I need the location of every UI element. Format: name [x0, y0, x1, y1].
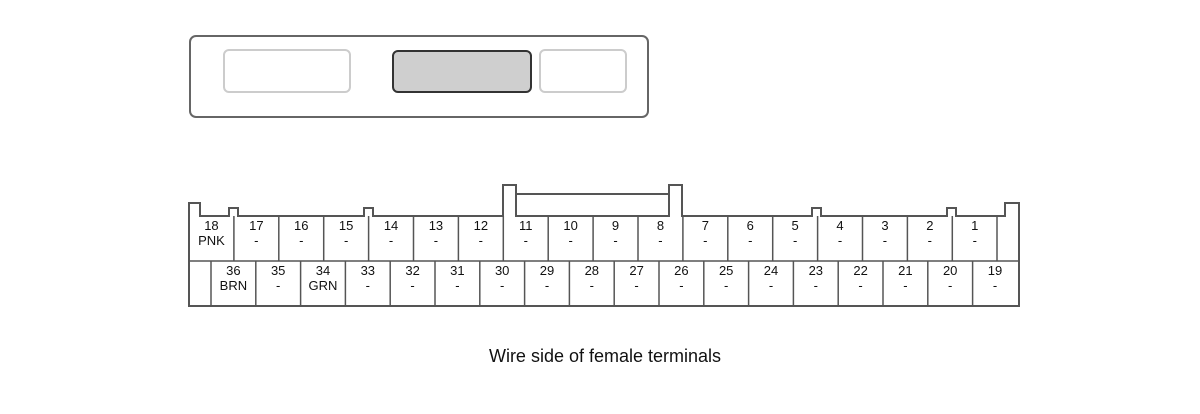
terminal-wire-color: -	[903, 278, 907, 293]
terminal-wire-color: -	[524, 233, 528, 248]
terminal-wire-color: -	[410, 278, 414, 293]
face-slot-right	[539, 49, 627, 93]
terminal-pin-number: 15	[339, 218, 353, 233]
terminal-wire-color: -	[679, 278, 683, 293]
terminal-pin-number: 2	[926, 218, 933, 233]
face-slot-highlighted	[392, 50, 532, 93]
terminal-pin-number: 7	[702, 218, 709, 233]
terminal-pin-number: 21	[898, 263, 912, 278]
terminal-pin-number: 10	[563, 218, 577, 233]
terminal-pin-number: 16	[294, 218, 308, 233]
terminal-wire-color: -	[613, 233, 617, 248]
terminal-pin-number: 18	[204, 218, 218, 233]
terminal-pin-number: 19	[988, 263, 1002, 278]
terminal-pin-number: 22	[853, 263, 867, 278]
terminal-pin-number: 13	[429, 218, 443, 233]
terminal-wire-color: -	[973, 233, 977, 248]
terminal-wire-color: -	[748, 233, 752, 248]
terminal-wire-color: -	[479, 233, 483, 248]
terminal-wire-color: -	[366, 278, 370, 293]
terminal-pin-number: 25	[719, 263, 733, 278]
terminal-wire-color: -	[838, 233, 842, 248]
connector-face-view	[189, 35, 649, 118]
terminal-wire-color: -	[254, 233, 258, 248]
terminal-pin-number: 11	[519, 218, 533, 233]
terminal-wire-color: -	[769, 278, 773, 293]
terminal-wire-color: -	[568, 233, 572, 248]
terminal-pin-number: 20	[943, 263, 957, 278]
terminal-pin-number: 30	[495, 263, 509, 278]
terminal-wire-color: BRN	[220, 278, 247, 293]
terminal-pin-number: 31	[450, 263, 464, 278]
terminal-pin-number: 17	[249, 218, 263, 233]
terminal-wire-color: PNK	[198, 233, 225, 248]
terminal-pin-number: 36	[226, 263, 240, 278]
terminal-wire-color: -	[858, 278, 862, 293]
terminal-pin-number: 27	[629, 263, 643, 278]
terminal-wire-color: -	[455, 278, 459, 293]
terminal-pin-number: 33	[361, 263, 375, 278]
face-slot-left	[223, 49, 351, 93]
terminal-wire-color: -	[793, 233, 797, 248]
terminal-pin-number: 14	[384, 218, 398, 233]
terminal-wire-color: -	[389, 233, 393, 248]
terminal-wire-color: -	[545, 278, 549, 293]
terminal-pin-number: 12	[474, 218, 488, 233]
terminal-wire-color: -	[658, 233, 662, 248]
terminal-pin-number: 9	[612, 218, 619, 233]
terminal-wire-color: GRN	[309, 278, 338, 293]
terminal-pin-number: 5	[792, 218, 799, 233]
terminal-pin-number: 26	[674, 263, 688, 278]
diagram-caption: Wire side of female terminals	[488, 346, 722, 366]
terminal-wire-color: -	[344, 233, 348, 248]
terminal-wire-color: -	[724, 278, 728, 293]
terminal-pin-number: 1	[971, 218, 978, 233]
terminal-wire-color: -	[299, 233, 303, 248]
terminal-wire-color: -	[814, 278, 818, 293]
terminal-wire-color: -	[434, 233, 438, 248]
terminal-wire-color: -	[948, 278, 952, 293]
terminal-pin-number: 24	[764, 263, 778, 278]
terminal-pin-number: 8	[657, 218, 664, 233]
terminal-pin-number: 6	[747, 218, 754, 233]
terminal-wire-color: -	[276, 278, 280, 293]
terminal-wire-color: -	[703, 233, 707, 248]
terminal-wire-color: -	[928, 233, 932, 248]
terminal-wire-color: -	[590, 278, 594, 293]
terminal-pin-number: 35	[271, 263, 285, 278]
terminal-wire-color: -	[634, 278, 638, 293]
terminal-pin-number: 3	[881, 218, 888, 233]
terminal-top-row: 18PNK17-16-15-14-13-12-11-10-9-8-7-6-5-4…	[198, 216, 978, 261]
terminal-wire-color: -	[883, 233, 887, 248]
terminal-pin-number: 32	[405, 263, 419, 278]
terminal-pin-number: 29	[540, 263, 554, 278]
terminal-block: 18PNK17-16-15-14-13-12-11-10-9-8-7-6-5-4…	[188, 184, 1020, 307]
terminal-pin-number: 28	[585, 263, 599, 278]
terminal-wire-color: -	[500, 278, 504, 293]
terminal-pin-number: 34	[316, 263, 330, 278]
terminal-bottom-row: 36BRN35-34GRN33-32-31-30-29-28-27-26-25-…	[220, 261, 1002, 306]
terminal-housing-outline	[188, 184, 1020, 307]
terminal-pin-number: 23	[809, 263, 823, 278]
terminal-wire-color: -	[993, 278, 997, 293]
terminal-pin-number: 4	[836, 218, 843, 233]
